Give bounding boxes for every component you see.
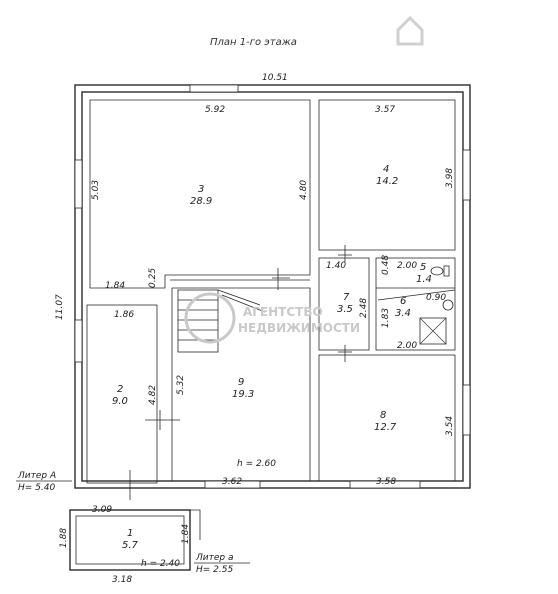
watermark-line2: НЕДВИЖИМОСТИ <box>238 321 360 335</box>
door-4-7 <box>338 245 352 262</box>
liter-a-lower: Литер а <box>195 553 234 563</box>
dim-room3-right: 4.80 <box>299 180 309 200</box>
dim-room9-width: 3.62 <box>222 477 242 487</box>
dim-room8-height: 3.54 <box>445 416 455 436</box>
svg-text:28.9: 28.9 <box>190 196 212 207</box>
stairs <box>177 289 266 353</box>
window-right-lower <box>462 384 471 436</box>
room-label-3: 3 28.9 <box>190 184 212 207</box>
annex-outer <box>69 509 191 571</box>
brand-name: ONREALT <box>428 21 547 46</box>
shower-icon <box>419 317 447 345</box>
dim-room5-w: 2.00 <box>397 261 417 271</box>
svg-text:1: 1 <box>127 528 133 539</box>
window-top <box>189 84 239 93</box>
liter-a-lower-h: H= 2.55 <box>196 565 233 575</box>
annex-inner <box>75 515 185 565</box>
watermark: АГЕНТСТВО НЕДВИЖИМОСТИ <box>184 292 360 344</box>
room-6-diag <box>377 289 456 301</box>
svg-text:3.4: 3.4 <box>395 308 411 319</box>
room-9-outline <box>171 287 311 482</box>
height-annex: h = 2.40 <box>141 559 180 569</box>
dim-room1-side: 1.84 <box>181 524 191 544</box>
room-3-outline <box>89 99 311 289</box>
window-left-lower <box>74 319 83 363</box>
dim-total-height: 11.07 <box>55 294 65 320</box>
door-2-9 <box>145 410 180 430</box>
svg-text:5.7: 5.7 <box>122 540 139 551</box>
room-5-6-outline <box>375 257 456 351</box>
dim-room7-height: 2.48 <box>359 298 369 318</box>
door-7-8 <box>338 345 352 362</box>
dim-room9-height: 5.32 <box>176 375 186 395</box>
dim-room2-height: 4.82 <box>148 385 158 405</box>
svg-text:6: 6 <box>400 296 406 307</box>
dim-room1-top: 3.09 <box>92 505 112 515</box>
dim-room8-width: 3.58 <box>376 477 396 487</box>
dim-room2-width: 1.86 <box>114 310 134 320</box>
height-main: h = 2.60 <box>237 459 276 469</box>
svg-text:2: 2 <box>117 384 123 395</box>
room-4-outline <box>318 99 456 251</box>
brand-logo: ONREALT <box>396 15 547 46</box>
svg-text:7: 7 <box>343 292 350 303</box>
svg-text:4: 4 <box>383 164 389 175</box>
room-8-outline <box>318 354 456 482</box>
room-label-8: 8 12.7 <box>374 410 397 433</box>
dim-room5-h: 0.48 <box>381 255 391 275</box>
room-label-7: 7 3.5 <box>337 292 353 315</box>
room-label-2: 2 9.0 <box>112 384 128 407</box>
toilet-icon <box>430 265 450 277</box>
plan-title: План 1-го этажа <box>210 37 297 48</box>
dim-room3-bottom-left: 1.84 <box>105 281 125 291</box>
dim-room3-width: 5.92 <box>205 105 225 115</box>
window-left-upper <box>74 159 83 209</box>
room-label-4: 4 14.2 <box>376 164 398 187</box>
dim-room6-bottom: 2.00 <box>397 341 417 351</box>
dim-total-width: 10.51 <box>262 73 288 83</box>
watermark-line1: АГЕНТСТВО <box>243 305 323 319</box>
liter-a-upper: Литер А <box>17 471 56 481</box>
svg-text:5: 5 <box>420 262 426 273</box>
room-label-1: 1 5.7 <box>122 528 139 551</box>
room-label-6: 6 3.4 <box>395 296 411 319</box>
dim-room3-height: 5.03 <box>91 180 101 200</box>
dim-room1-width: 3.18 <box>112 575 132 585</box>
svg-text:8: 8 <box>380 410 386 421</box>
svg-text:1.4: 1.4 <box>416 274 432 285</box>
window-right-upper <box>462 149 471 201</box>
liter-a-upper-h: H= 5.40 <box>18 483 55 493</box>
dim-room3-bottom-small: 0.25 <box>148 268 158 288</box>
svg-text:19.3: 19.3 <box>232 389 254 400</box>
svg-text:9.0: 9.0 <box>112 396 128 407</box>
door-3-9 <box>272 268 290 290</box>
annex-step <box>190 509 201 540</box>
room-7-outline <box>318 257 370 351</box>
dim-room1-height: 1.88 <box>59 528 69 548</box>
svg-text:14.2: 14.2 <box>376 176 398 187</box>
svg-text:3.5: 3.5 <box>337 304 353 315</box>
room-2-outline <box>86 304 158 484</box>
outer-wall-inner <box>81 91 464 482</box>
dim-room6-w: 0.90 <box>426 293 446 303</box>
room-label-5: 5 1.4 <box>416 262 432 285</box>
dim-room4-width: 3.57 <box>375 105 395 115</box>
dim-room4-height: 3.98 <box>445 168 455 188</box>
svg-text:9: 9 <box>238 377 244 388</box>
dim-room7-width: 1.40 <box>326 261 346 271</box>
svg-text:3: 3 <box>198 184 204 195</box>
room-label-9: 9 19.3 <box>232 377 254 400</box>
sink-icon <box>442 299 454 311</box>
outer-wall-outer <box>74 84 471 489</box>
svg-text:12.7: 12.7 <box>374 422 397 433</box>
house-icon <box>396 15 424 46</box>
dim-room6-h: 1.83 <box>381 308 391 328</box>
